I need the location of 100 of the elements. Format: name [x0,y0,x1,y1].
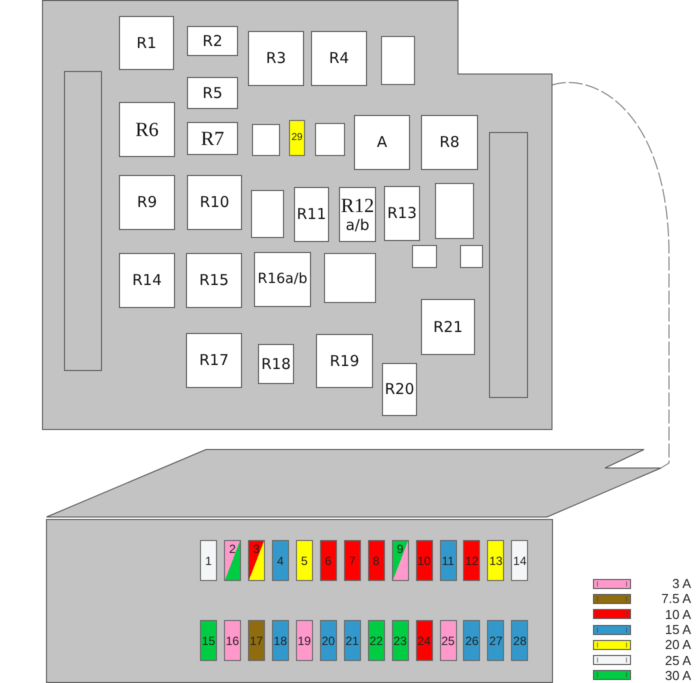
fuse [200,540,217,581]
relay [421,299,475,355]
relay-label: A [376,134,388,151]
fuse-number: 3 [253,543,260,555]
fuse [272,540,289,581]
fuse [440,620,456,661]
relay-label: R20 [384,381,414,398]
fuse-number: 9 [396,543,404,555]
relay [119,16,174,70]
legend-label: 7.5 A [661,592,691,606]
fuse [487,540,504,581]
fuse-number: 7 [348,554,356,566]
fuse-number: 12 [465,554,479,566]
relay [187,26,238,56]
fuse [296,540,313,581]
relay [354,115,410,170]
relay-label: a/b [346,217,370,234]
fuse-number: 15 [202,634,216,646]
fuse-number: 28 [513,634,527,646]
relay [384,186,420,241]
fuse [511,620,528,661]
relay-label: R5 [202,84,222,102]
dashed-connector-line [552,82,670,468]
relay [382,363,417,416]
fuse [463,540,480,581]
relay [186,333,242,388]
fuse-number: 11 [442,554,454,566]
fuse [416,620,433,661]
relay-label: R11 [296,206,326,223]
fuse-number: 6 [324,554,332,566]
fuse-number: 4 [277,554,284,566]
fuse-number: 26 [465,634,479,646]
relay-label: R1 [136,34,156,52]
relay [254,252,311,307]
legend-label: 10 A [664,608,691,621]
fuse [320,620,337,661]
relay-label: R9 [137,194,157,211]
fuse [248,620,265,661]
relay [186,253,242,308]
fuse-number: 27 [489,634,503,646]
relay [119,102,175,157]
legend-label: 25 A [664,654,691,667]
fuse [224,540,241,581]
fuse [487,620,504,661]
fuse-number: 19 [298,634,311,646]
fuse-number: 24 [417,634,431,646]
fuse [416,540,433,581]
fuse [511,540,528,581]
relay [187,175,242,230]
fuse [200,620,217,661]
fuse [368,620,385,661]
fuse [344,620,361,661]
fuse [248,540,265,581]
fuse-number: 1 [205,554,212,566]
relay-label: R7 [200,128,224,150]
fuse-number: 25 [441,634,455,646]
fuse-number: 23 [393,634,407,646]
fuse [296,620,313,661]
fuse-number: 2 [229,543,236,555]
relay-label: R17 [199,352,229,369]
fuse [368,540,385,581]
relay-label: R19 [330,352,360,370]
relay [339,187,376,242]
relay-label: R8 [440,134,460,151]
fuse [320,540,337,581]
fuse-number: 8 [372,554,380,566]
fuse-number: 10 [417,554,431,566]
fuse [344,540,361,581]
relay [421,115,478,170]
fuse-number: 20 [322,634,335,646]
relay [187,122,238,155]
fuse [463,620,480,661]
relay [119,253,175,308]
fuse-number: 16 [226,634,240,646]
fuse-number: 21 [346,634,359,646]
relay [258,344,294,384]
relay [119,175,175,230]
relay-label: R12 [340,195,374,218]
fuse [392,540,409,581]
relay-label: R6 [135,118,159,140]
fuse-number: 22 [369,634,383,646]
fuse [392,620,409,661]
legend-label: 15 A [664,623,691,636]
fuse-number: 13 [489,554,503,566]
relay [294,187,329,242]
fuse-number: 29 [291,133,303,143]
fuse-number: 18 [274,634,288,646]
relay-label: R16a/b [258,272,308,288]
fuse-number: 17 [250,634,264,646]
relay-label: R18 [261,356,291,372]
fuse [440,540,456,581]
relay [248,31,304,86]
relay-label: R13 [387,205,417,222]
fuse-number: 14 [513,554,527,566]
legend-label: 20 A [664,638,691,652]
fuse [224,620,241,661]
relay-label: R4 [329,50,349,67]
fuse [272,620,289,661]
relay-label: R21 [433,318,463,336]
legend-label: 3 A [672,577,691,590]
